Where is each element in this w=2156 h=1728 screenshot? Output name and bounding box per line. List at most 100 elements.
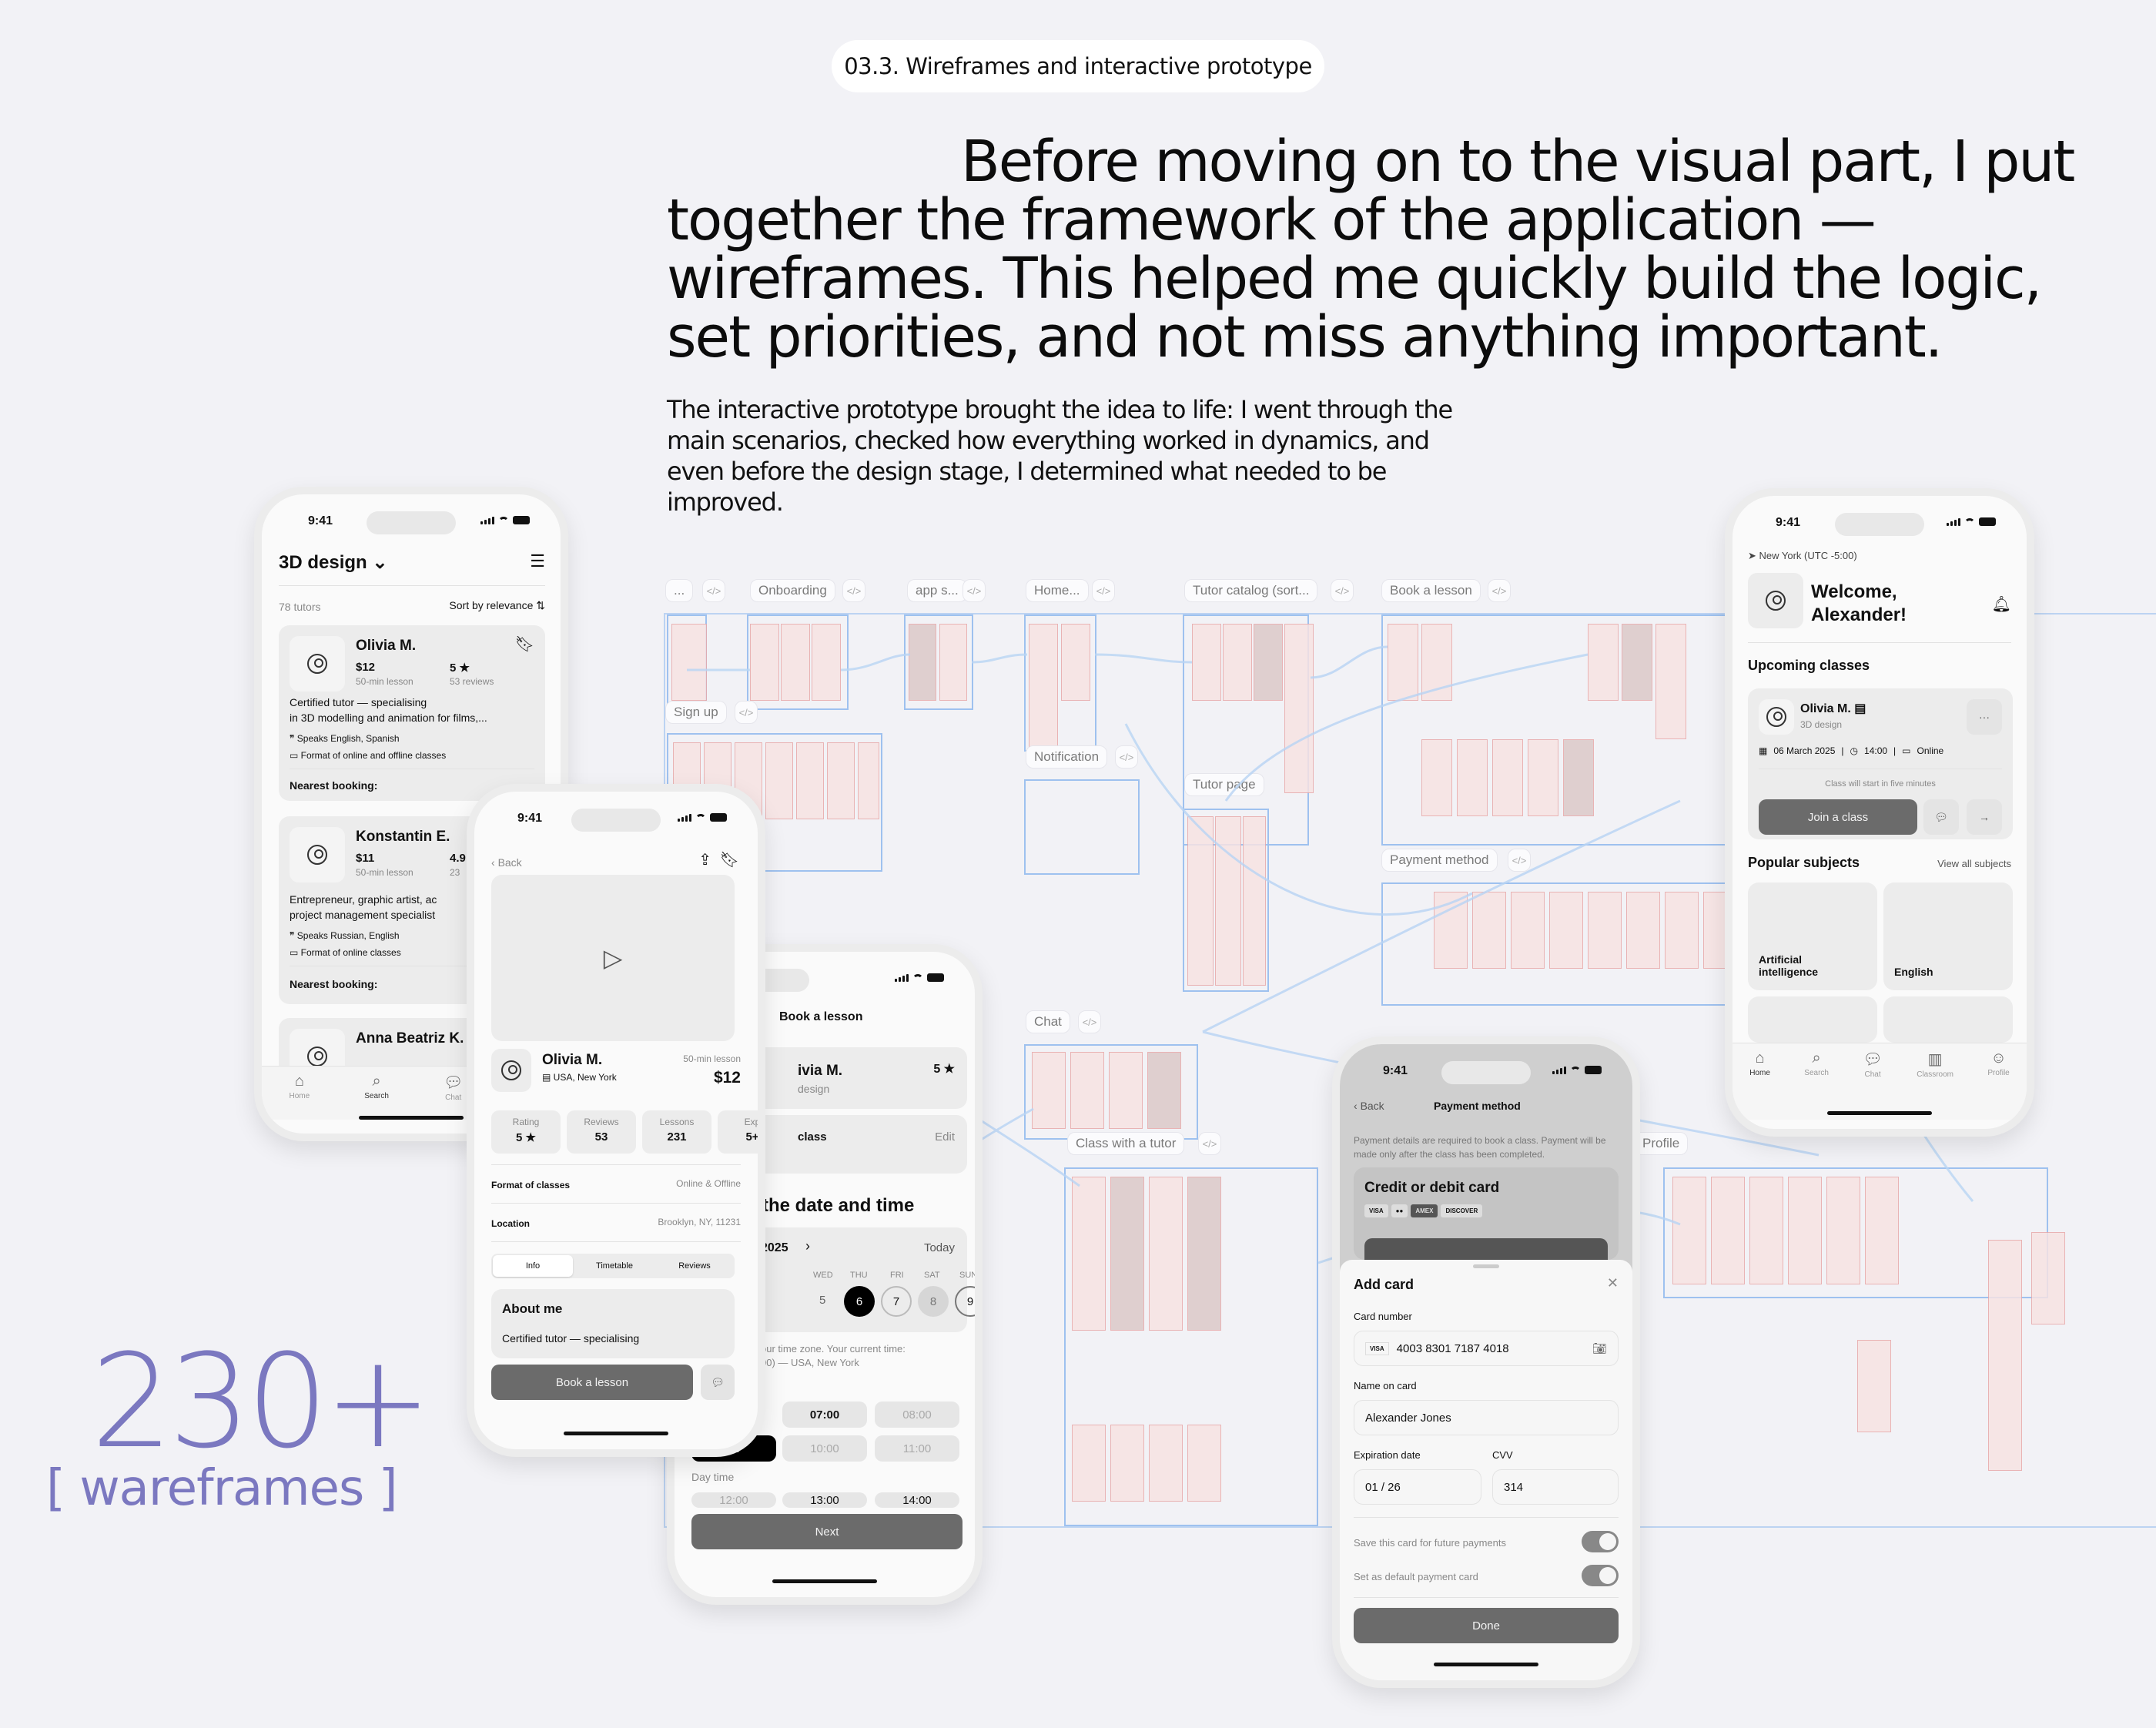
day-cell[interactable]: 7 <box>881 1286 912 1317</box>
tab-search[interactable]: ⌕Search <box>1804 1050 1829 1077</box>
expiration-field[interactable]: 01 / 26 <box>1354 1469 1481 1505</box>
time-slot[interactable]: 08:00 <box>875 1401 959 1428</box>
segment-reviews[interactable]: Reviews <box>678 1261 711 1271</box>
code-icon[interactable]: </> <box>962 579 986 602</box>
screen-thumb <box>765 742 793 819</box>
name-on-card-field[interactable]: Alexander Jones <box>1354 1400 1619 1435</box>
chat-button[interactable]: 💬︎ <box>701 1365 735 1400</box>
upcoming-class-card: Olivia M. ▤ 3D design ··· ▦06 March 2025… <box>1748 688 2013 839</box>
intro-video[interactable]: ▷ <box>491 875 735 1041</box>
save-card-toggle[interactable] <box>1582 1531 1619 1552</box>
next-button[interactable]: Next <box>691 1514 962 1549</box>
bookmark-icon[interactable]: 🔖︎ <box>514 636 534 653</box>
time-slot[interactable]: 12:00 <box>691 1492 776 1508</box>
day-cell[interactable]: 8 <box>918 1286 949 1317</box>
code-icon[interactable]: </> <box>1488 579 1511 602</box>
open-class-button[interactable]: → <box>1967 799 2002 835</box>
code-icon[interactable]: </> <box>1115 745 1138 769</box>
view-all-link[interactable]: View all subjects <box>1937 858 2011 869</box>
sheet-handle[interactable] <box>1473 1264 1499 1268</box>
location[interactable]: ➤ New York (UTC -5:00) <box>1748 550 1857 561</box>
screen-thumb <box>1110 1425 1144 1502</box>
tab-chat[interactable]: 💬︎Chat <box>1863 1051 1883 1079</box>
quote-icon: ❞ <box>290 733 297 744</box>
time-slot[interactable]: 11:00 <box>875 1435 959 1462</box>
status-icons <box>1947 517 1996 526</box>
join-class-button[interactable]: Join a class <box>1759 799 1917 835</box>
chevron-right-icon[interactable]: › <box>805 1238 810 1254</box>
location-arrow-icon: ➤ <box>1748 550 1759 561</box>
class-label: class <box>798 1130 827 1144</box>
sort-button[interactable]: Sort by relevance ⇅ <box>449 599 545 611</box>
back-button[interactable]: ‹ Back <box>1354 1100 1384 1112</box>
day-cell[interactable]: 9 <box>955 1286 975 1317</box>
expiration-label: Expiration date <box>1354 1449 1421 1461</box>
chat-button[interactable]: 💬︎ <box>1923 799 1959 835</box>
section-pill: 03.3. Wireframes and interactive prototy… <box>832 40 1324 92</box>
book-lesson-button[interactable]: Book a lesson <box>491 1365 693 1400</box>
share-icon[interactable]: ⇪ <box>698 852 711 869</box>
day-cell[interactable]: 5 <box>819 1294 826 1307</box>
code-icon[interactable]: </> <box>1078 1010 1101 1033</box>
tutor-card[interactable]: Olivia M. 🔖︎ $12 50-min lesson 5 ★ 53 re… <box>279 625 545 801</box>
cvv-field[interactable]: 314 <box>1492 1469 1619 1505</box>
screen-thumb <box>1149 1177 1183 1331</box>
card-option[interactable]: Credit or debit card VISA ●● AMEX DISCOV… <box>1354 1167 1619 1261</box>
code-icon[interactable]: </> <box>1092 579 1115 602</box>
back-button[interactable]: ‹ Back <box>491 856 522 869</box>
subject-card[interactable]: English <box>1883 882 2013 990</box>
subject-card[interactable] <box>1883 996 2013 1043</box>
screen-thumb <box>1215 816 1241 986</box>
devices-icon: ▭ <box>290 750 301 761</box>
code-icon[interactable]: </> <box>1331 579 1354 602</box>
subject-card[interactable] <box>1748 996 1877 1043</box>
price: $12 <box>356 661 376 674</box>
segment-info[interactable]: Info <box>493 1255 573 1277</box>
tab-home[interactable]: ⌂Home <box>289 1073 310 1100</box>
clock: 9:41 <box>517 812 543 825</box>
code-icon[interactable]: </> <box>842 579 865 602</box>
day-cell-selected[interactable]: 6 <box>844 1286 875 1317</box>
code-icon[interactable]: </> <box>702 579 725 602</box>
close-icon[interactable]: ✕ <box>1606 1275 1619 1291</box>
catalog-title[interactable]: 3D design ⌄ <box>279 552 388 573</box>
chevron-left-icon: ‹ <box>491 856 498 869</box>
screen-thumb <box>1434 892 1468 969</box>
visa-icon: VISA <box>1365 1341 1389 1355</box>
time-slot[interactable]: 13:00 <box>782 1492 867 1508</box>
tutor-name: Konstantin E. <box>356 829 450 845</box>
battery-icon <box>710 813 727 822</box>
avatar[interactable] <box>1748 573 1803 628</box>
done-button[interactable]: Done <box>1354 1608 1619 1643</box>
tab-home[interactable]: ⌂Home <box>1749 1050 1770 1077</box>
time-slot[interactable]: 10:00 <box>782 1435 867 1462</box>
default-card-toggle[interactable] <box>1582 1565 1619 1586</box>
segment-timetable[interactable]: Timetable <box>596 1261 633 1271</box>
tab-classroom[interactable]: ▥Classroom <box>1917 1051 1953 1079</box>
code-icon[interactable]: </> <box>1508 849 1531 872</box>
phone-payment-method: 9:41 ‹ Back Payment method Payment detai… <box>1332 1036 1640 1688</box>
tab-search[interactable]: ⌕Search <box>364 1073 389 1100</box>
time-slot[interactable]: 14:00 <box>875 1492 959 1508</box>
card-number-field[interactable]: VISA 4003 8301 7187 4018 📷︎ <box>1354 1331 1619 1366</box>
flow-title: Onboarding <box>750 579 835 602</box>
screen-thumb <box>1072 1425 1106 1502</box>
filter-icon[interactable]: ☰ <box>530 551 545 571</box>
subject-card[interactable]: Artificial intelligence <box>1748 882 1877 990</box>
home-indicator <box>772 1579 877 1583</box>
tab-profile[interactable]: ☺Profile <box>1987 1050 2010 1077</box>
today-button[interactable]: Today <box>923 1241 955 1254</box>
upcoming-title: Upcoming classes <box>1748 658 1870 673</box>
code-icon[interactable]: </> <box>735 701 758 724</box>
bookmark-icon[interactable]: 🔖︎ <box>719 852 739 869</box>
card-number-label: Card number <box>1354 1311 1412 1322</box>
tab-chat[interactable]: 💬︎Chat <box>443 1074 464 1102</box>
edit-link[interactable]: Edit <box>935 1130 955 1144</box>
more-button[interactable]: ··· <box>1967 699 2002 735</box>
code-icon[interactable]: </> <box>1198 1132 1221 1155</box>
camera-icon[interactable]: 📷︎ <box>1592 1342 1607 1355</box>
bell-icon[interactable]: 🔔︎ <box>1991 596 2011 613</box>
flow-title: Tutor page <box>1184 773 1264 796</box>
time-slot[interactable]: 07:00 <box>782 1401 867 1428</box>
